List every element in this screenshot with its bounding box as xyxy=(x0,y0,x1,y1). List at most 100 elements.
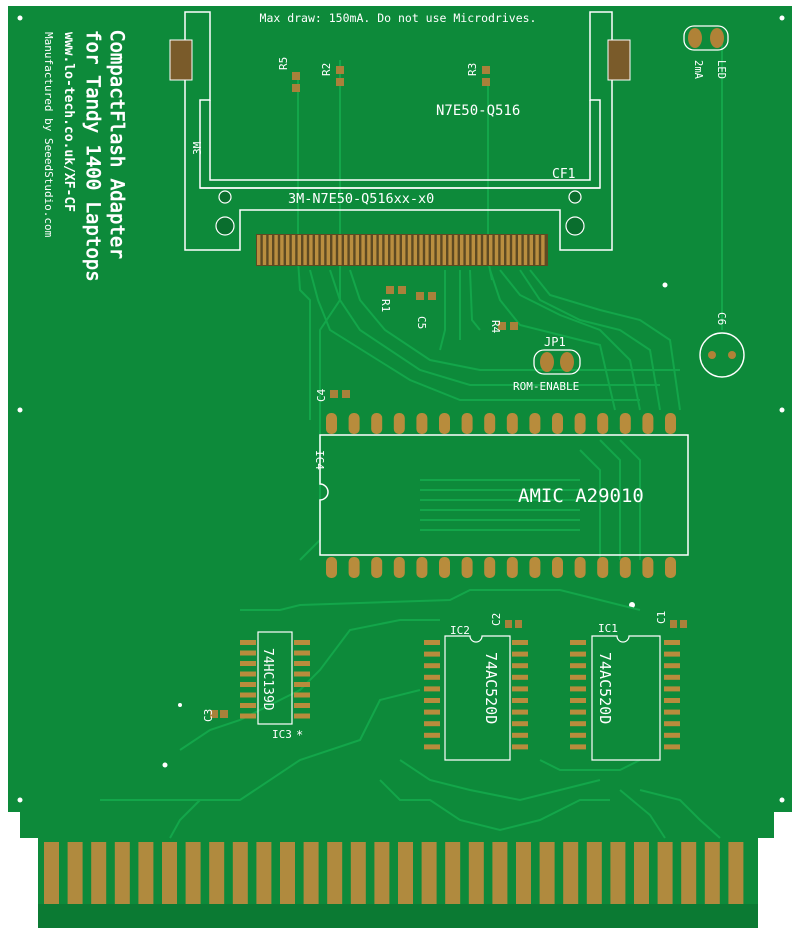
ic1-part-label: 74AC520D xyxy=(596,652,614,724)
ic3-outline xyxy=(257,631,293,725)
edge-finger xyxy=(185,842,201,904)
cf-pad xyxy=(431,235,435,265)
ic4-pad xyxy=(597,557,609,578)
ic3-designator: IC3 xyxy=(272,728,292,741)
cf-pad xyxy=(344,235,348,265)
ic4-outline xyxy=(319,434,689,556)
ic3-pad xyxy=(294,703,310,708)
c1-label: C1 xyxy=(655,611,668,624)
cf-vendor-label: 3M xyxy=(191,141,204,155)
ic1-soic-pads xyxy=(570,640,680,750)
cf-pad xyxy=(506,235,510,265)
ic4-pad xyxy=(574,413,586,434)
ic4-designator: IC4 xyxy=(313,450,326,470)
board-title: CompactFlash Adapter xyxy=(106,30,128,259)
ic2-outline xyxy=(444,635,511,761)
cf-pad xyxy=(407,235,412,265)
cf-pad xyxy=(500,235,504,265)
ic3-pad xyxy=(240,703,256,708)
edge-finger xyxy=(516,842,531,904)
cf-pad xyxy=(355,235,359,265)
edge-finger xyxy=(586,842,602,904)
ic4-pad xyxy=(484,557,496,578)
cf-part-full-label: 3M-N7E50-Q516xx-x0 xyxy=(288,191,434,207)
ic3-pad xyxy=(240,661,256,666)
cf-pad xyxy=(262,235,267,265)
cf-pad xyxy=(367,235,371,265)
ic4-pad xyxy=(665,557,676,578)
cf-pad xyxy=(286,235,290,265)
ic1-pad xyxy=(664,698,680,703)
ic2-pad xyxy=(424,640,440,645)
cf-pad xyxy=(338,235,342,265)
led-label: LED xyxy=(715,60,727,79)
ic4-pad xyxy=(461,557,473,578)
ic4-pad xyxy=(461,413,473,434)
cf-pad xyxy=(523,235,528,265)
ic4-pad xyxy=(619,413,631,434)
edge-finger xyxy=(728,842,744,904)
cf-pad xyxy=(471,235,475,265)
ic4-pad xyxy=(484,413,496,434)
ic2-soic-pads xyxy=(424,640,528,750)
ic1-pad xyxy=(570,698,586,703)
ic1-pad xyxy=(664,674,680,680)
ic4-pad xyxy=(371,557,383,578)
ic4-pad xyxy=(348,557,360,578)
edge-finger xyxy=(468,842,484,904)
r2-label: R2 xyxy=(320,63,333,76)
ic2-pad xyxy=(512,721,528,727)
ic4-pad xyxy=(416,413,428,434)
cf-pad xyxy=(280,235,284,265)
cf-tab-right xyxy=(607,39,631,81)
ic4-pad xyxy=(642,557,654,578)
edge-finger xyxy=(44,842,59,904)
cf-pad xyxy=(320,235,325,265)
ic1-pad xyxy=(570,744,586,750)
cf-pad xyxy=(291,235,296,265)
ic1-pad xyxy=(664,732,680,738)
c6-label: C6 xyxy=(715,312,728,325)
board-url: www.lo-tech.co.uk/XF-CF xyxy=(61,32,76,212)
ic1-designator: IC1 xyxy=(598,622,618,635)
cf-pad xyxy=(384,235,388,265)
ic3-pad xyxy=(294,671,310,677)
ic2-pad xyxy=(512,698,528,703)
edge-finger xyxy=(704,842,720,904)
ic4-part-label: AMIC A29010 xyxy=(518,485,644,507)
ic3-pad xyxy=(240,682,256,687)
ic1-pad xyxy=(570,732,586,738)
copper-traces xyxy=(100,44,723,839)
edge-finger xyxy=(374,842,390,904)
ic4-pad xyxy=(597,413,609,434)
ic1-pad xyxy=(570,709,586,715)
r4-label: R4 xyxy=(489,320,502,334)
ic4-pad xyxy=(393,413,405,434)
cf-pad xyxy=(518,235,522,265)
edge-finger xyxy=(67,842,83,904)
cf-pad xyxy=(460,235,464,265)
ic4-pad xyxy=(552,557,563,578)
ic3-pad xyxy=(240,640,256,645)
ic4-pad xyxy=(326,413,337,434)
cf-mount-holes xyxy=(215,190,585,236)
ic2-pad xyxy=(512,732,528,738)
ic3-pad xyxy=(240,713,256,719)
ic2-pad xyxy=(424,744,440,750)
edge-finger xyxy=(327,842,343,904)
c5-label: C5 xyxy=(415,316,428,329)
cf-pad xyxy=(489,235,493,265)
ic2-pad xyxy=(512,640,528,645)
ic3-pad xyxy=(294,650,310,656)
ic2-designator: IC2 xyxy=(450,624,470,637)
edge-finger xyxy=(563,842,579,904)
edge-finger xyxy=(209,842,225,904)
ic3-pad xyxy=(294,661,310,666)
ic1-pad xyxy=(664,709,680,715)
ic4-pad xyxy=(642,413,654,434)
cf-pad xyxy=(297,235,301,265)
cf-pad xyxy=(442,235,446,265)
cf-pad xyxy=(268,235,272,265)
ic2-pad xyxy=(424,674,440,680)
